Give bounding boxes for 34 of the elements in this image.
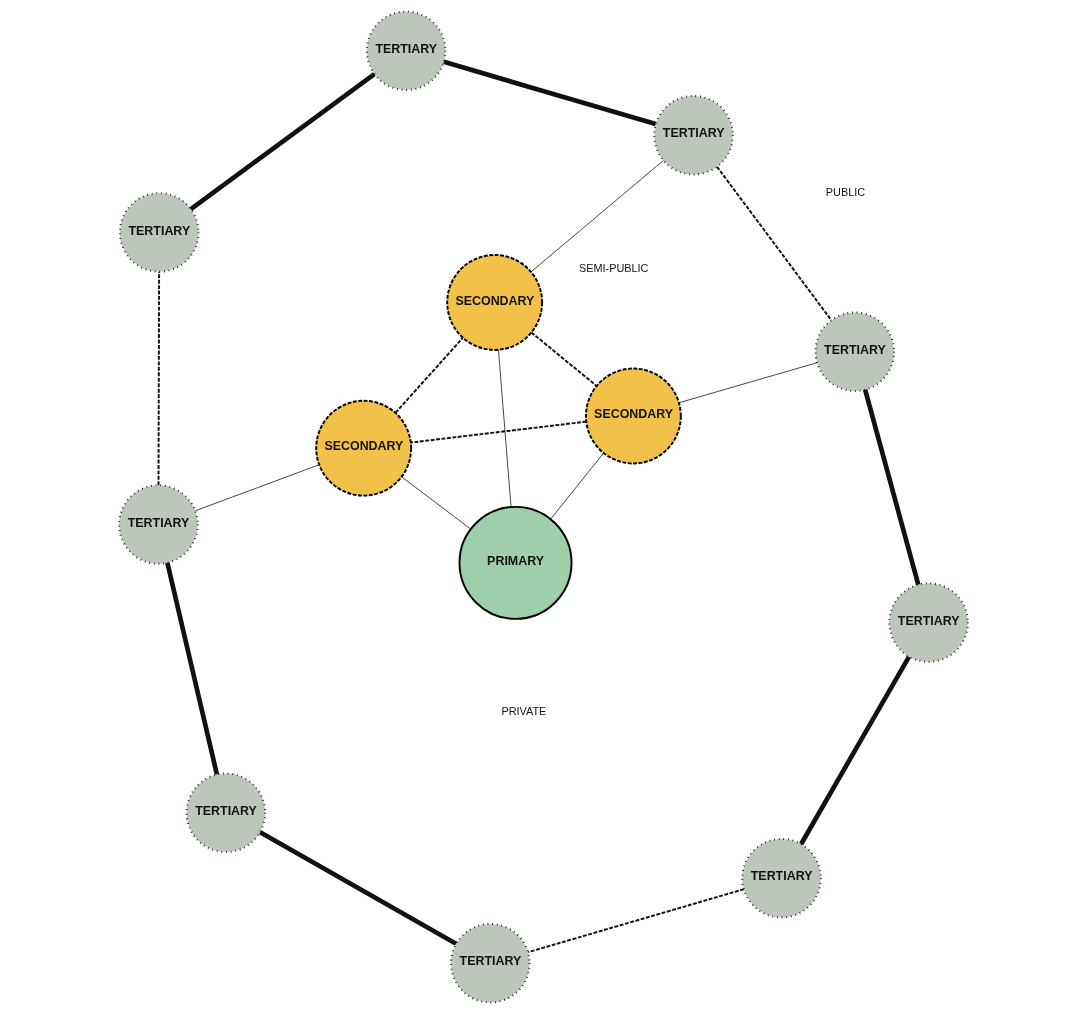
node-circle: TERTIARY: [814, 311, 896, 392]
connector: [394, 337, 464, 414]
node-circle: SECONDARY: [315, 399, 413, 497]
label: PRIVATE: [501, 705, 547, 718]
node-circle: SECONDARY: [446, 254, 544, 351]
connector: [401, 476, 472, 530]
connector: [165, 562, 220, 775]
connector: [862, 389, 921, 586]
node-circle: SECONDARY: [584, 367, 682, 465]
label: PUBLIC: [825, 185, 866, 198]
node-circle: TERTIARY: [365, 10, 447, 92]
connector: [550, 452, 604, 520]
node-circle: TERTIARY: [888, 582, 969, 663]
node-circle: TERTIARY: [653, 94, 734, 176]
connector: [716, 165, 833, 321]
connector: [530, 331, 598, 387]
node-circle: TERTIARY: [118, 484, 199, 565]
connector: [530, 160, 664, 273]
connector: [194, 464, 320, 512]
node-circle: TERTIARY: [118, 192, 200, 273]
node-circle: TERTIARY: [741, 838, 822, 919]
connector: [799, 655, 911, 846]
connector: [409, 420, 588, 444]
connector: [527, 888, 745, 954]
connector: [498, 349, 512, 508]
label: SEMI-PUBLIC: [578, 262, 649, 275]
connector: [443, 59, 657, 127]
node-circle: TERTIARY: [450, 922, 531, 1004]
node-circle: TERTIARY: [185, 772, 267, 854]
connector: [259, 830, 458, 946]
connector: [189, 72, 376, 211]
connector: [678, 362, 818, 404]
node-circle: PRIMARY: [458, 505, 573, 620]
connector: [157, 270, 161, 487]
